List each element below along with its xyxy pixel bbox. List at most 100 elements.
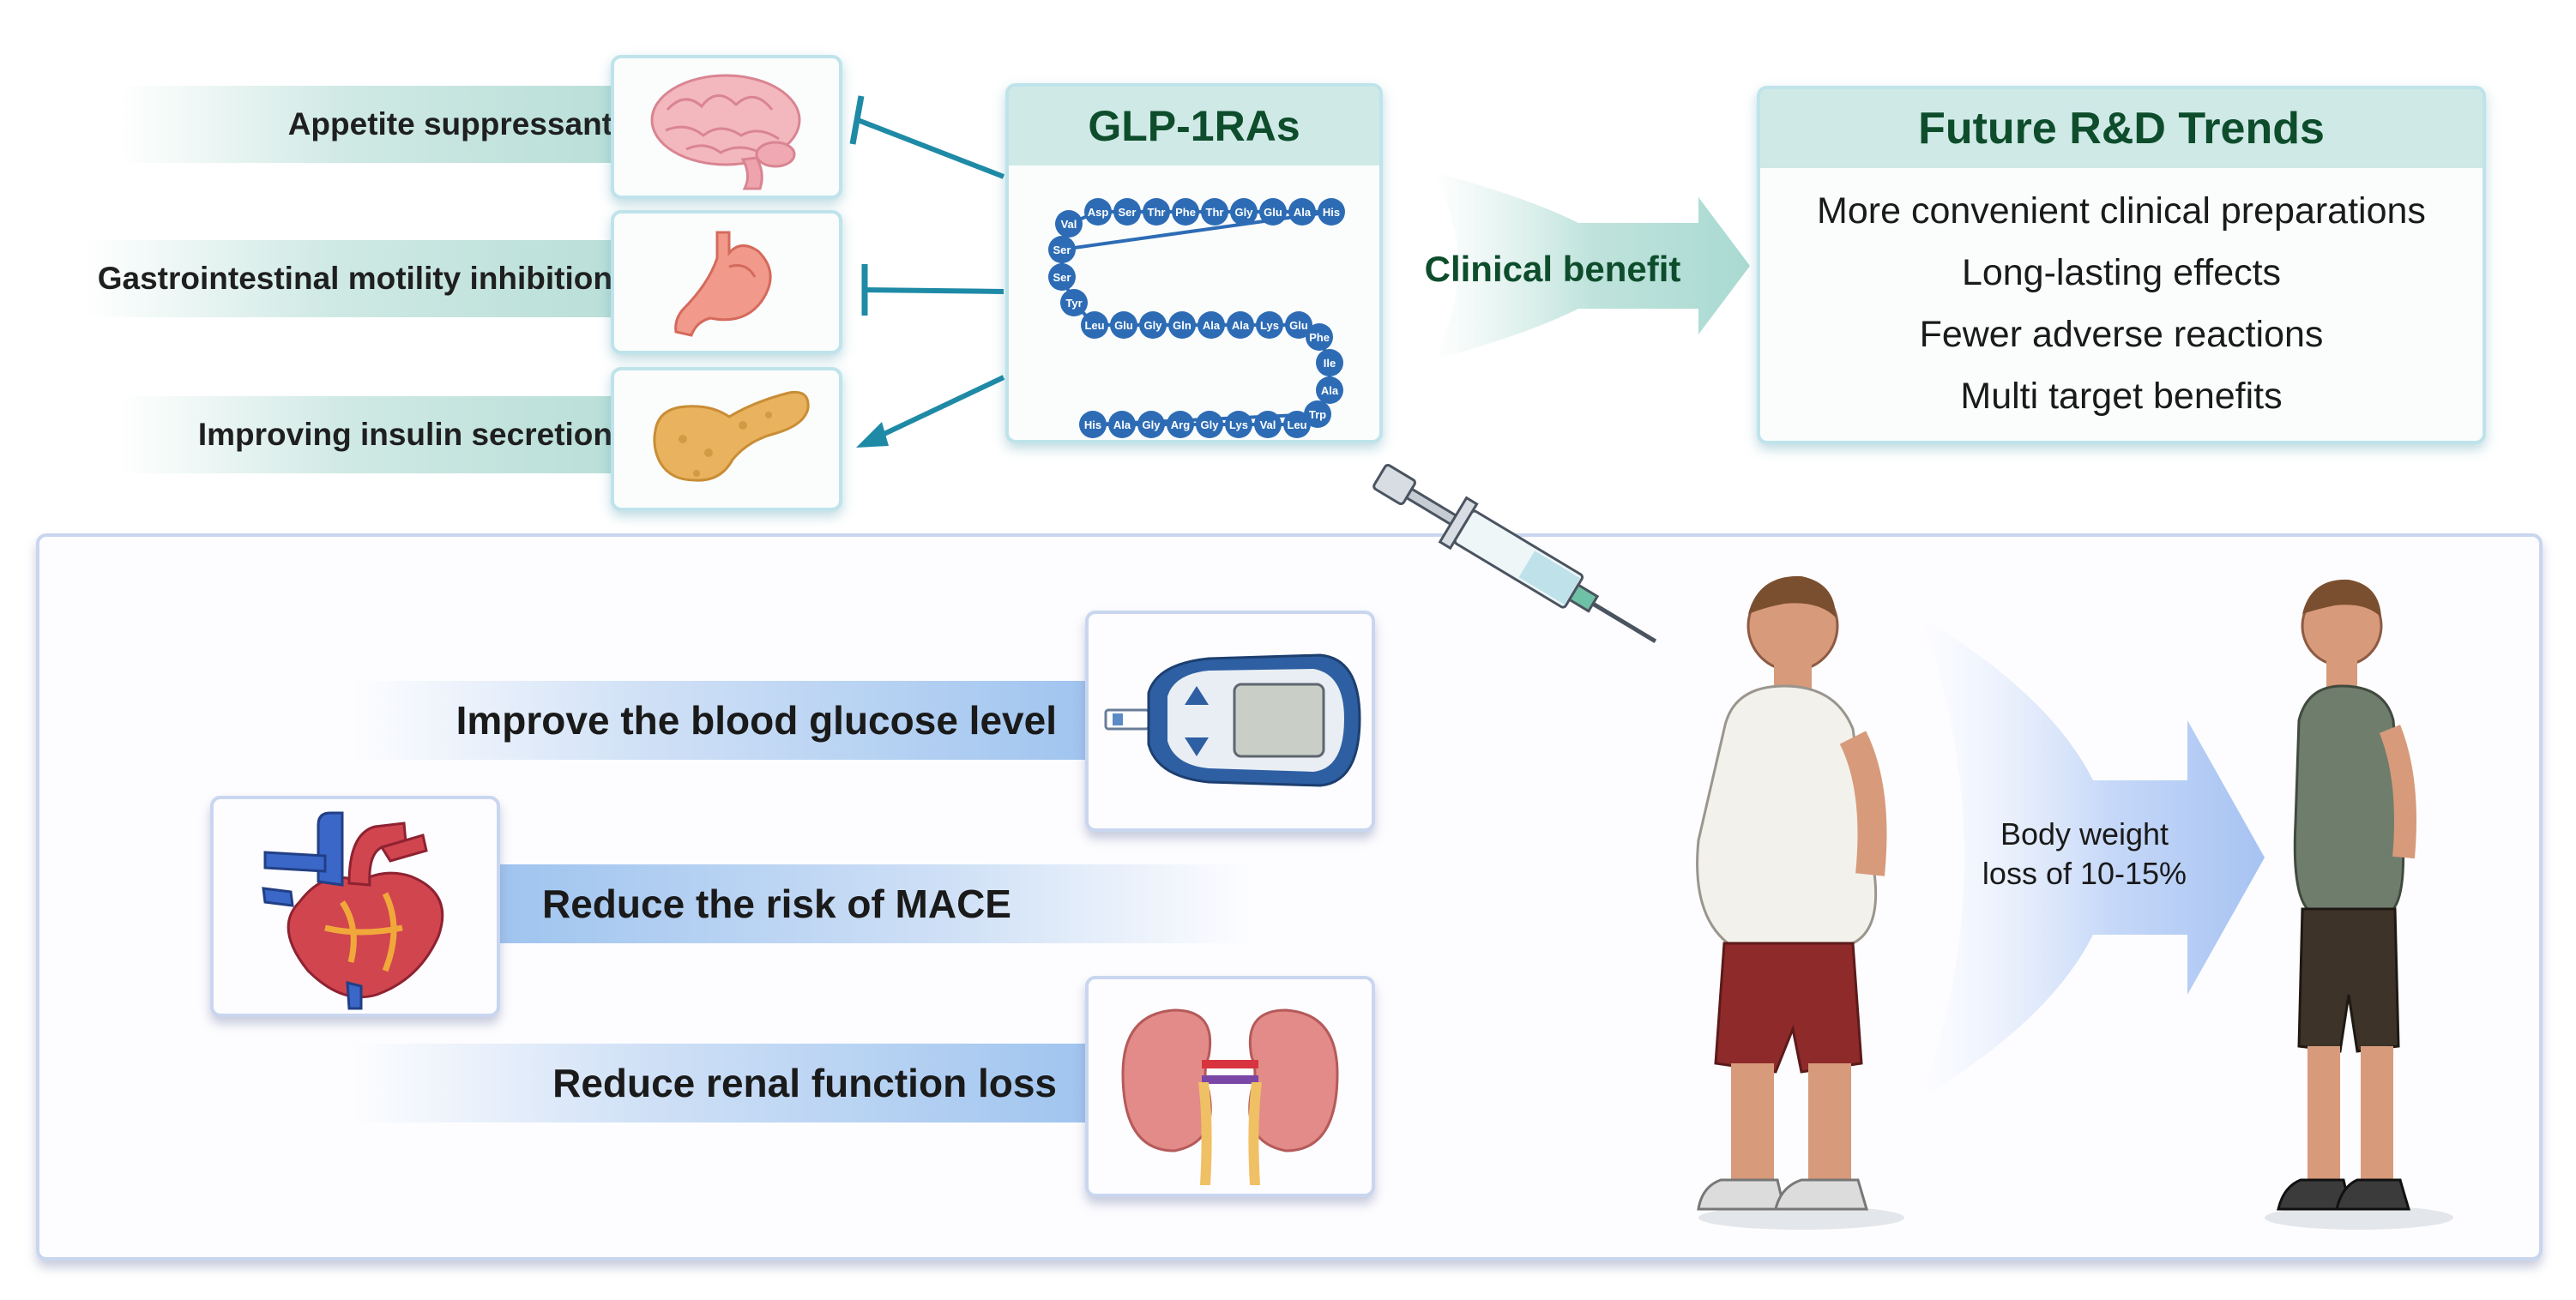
glucose-meter-icon xyxy=(1104,653,1361,787)
weight-loss-line: Body weight xyxy=(2000,816,2169,852)
amino-acid-label: Ala xyxy=(1113,418,1131,431)
mechanism-arrows xyxy=(849,95,1005,448)
peptide-bond xyxy=(1061,210,1332,251)
future-trend-item: Fewer adverse reactions xyxy=(1919,314,2324,355)
mechanism-banner-insulin: Improving insulin secretion xyxy=(120,396,626,473)
stomach-card xyxy=(611,210,842,354)
amino-acid-label: His xyxy=(1084,418,1101,431)
amino-acid-bead xyxy=(1113,198,1141,226)
brain-icon xyxy=(650,74,801,190)
inhibit-arrow-appetite xyxy=(856,117,1005,179)
amino-acid-bead xyxy=(1137,411,1165,438)
amino-acid-bead xyxy=(1230,198,1258,226)
clinical-benefit-arrow xyxy=(1433,172,1750,360)
amino-acid-label: Ser xyxy=(1119,206,1137,219)
amino-acid-label: Gly xyxy=(1144,319,1163,332)
amino-acid-label: Ala xyxy=(1203,319,1221,332)
weight-loss-label: Body weight loss of 10-15% xyxy=(1947,815,2222,894)
amino-acid-bead xyxy=(1048,236,1076,263)
brain-card xyxy=(611,55,842,199)
pancreas-card xyxy=(611,367,842,511)
amino-acid-bead xyxy=(1225,411,1252,438)
amino-acid-label: Tyr xyxy=(1065,297,1082,310)
mechanism-banner-gi: Gastrointestinal motility inhibition xyxy=(86,240,626,317)
amino-acid-label: Thr xyxy=(1206,206,1224,219)
amino-acid-bead xyxy=(1172,198,1199,226)
amino-acid-label: Lys xyxy=(1260,319,1279,332)
amino-acid-label: Ala xyxy=(1294,206,1312,219)
amino-acid-bead xyxy=(1306,323,1333,351)
amino-acid-label: Thr xyxy=(1148,206,1166,219)
amino-acid-bead xyxy=(1283,411,1311,438)
amino-acid-bead xyxy=(1285,311,1312,339)
amino-acid-label: Ala xyxy=(1232,319,1250,332)
amino-acid-bead xyxy=(1254,411,1282,438)
benefit-banner-glucose: Improve the blood glucose level xyxy=(352,681,1098,760)
amino-acid-label: Phe xyxy=(1309,331,1330,344)
amino-acid-bead xyxy=(1048,263,1076,291)
future-trend-item: Long-lasting effects xyxy=(1961,252,2282,293)
amino-acid-label: Leu xyxy=(1084,319,1104,332)
amino-acid-bead xyxy=(1139,311,1167,339)
amino-acid-label: Glu xyxy=(1264,206,1282,219)
mechanism-label: Improving insulin secretion xyxy=(197,417,612,452)
amino-acid-bead xyxy=(1201,198,1228,226)
amino-acid-bead xyxy=(1288,198,1316,226)
future-trend-item: More convenient clinical preparations xyxy=(1817,190,2426,232)
amino-acid-label: Lys xyxy=(1229,418,1248,431)
amino-acid-label: Gln xyxy=(1173,319,1191,332)
heart-icon xyxy=(262,811,444,1010)
stimulate-arrow-insulin xyxy=(872,375,1005,442)
amino-acid-bead xyxy=(1198,311,1225,339)
amino-acid-bead xyxy=(1316,349,1343,376)
person-after-icon xyxy=(2265,579,2453,1230)
amino-acid-label: Glu xyxy=(1289,319,1308,332)
amino-acid-bead xyxy=(1143,198,1170,226)
amino-acid-label: Gly xyxy=(1201,418,1220,431)
weight-loss-line: loss of 10-15% xyxy=(1982,856,2187,891)
kidney-card xyxy=(1085,976,1375,1197)
weight-loss-arrow xyxy=(1921,617,2265,1098)
benefit-banner-mace: Reduce the risk of MACE xyxy=(498,864,1252,943)
mechanism-banner-appetite: Appetite suppressant xyxy=(120,86,626,163)
amino-acid-label: Gly xyxy=(1143,418,1161,431)
amino-acid-label: Phe xyxy=(1175,206,1196,219)
amino-acid-bead xyxy=(1079,411,1107,438)
inhibit-arrow-gi xyxy=(864,287,1004,294)
mechanism-label: Gastrointestinal motility inhibition xyxy=(97,261,612,296)
amino-acid-bead xyxy=(1259,198,1287,226)
amino-acid-label: His xyxy=(1323,206,1340,219)
amino-acid-label: Asp xyxy=(1088,206,1109,219)
glp1ra-title: GLP-1RAs xyxy=(1009,87,1379,166)
syringe-icon xyxy=(1372,463,1657,644)
amino-acid-bead xyxy=(1081,311,1108,339)
benefit-label: Reduce the risk of MACE xyxy=(542,882,1011,926)
future-trend-item: Multi target benefits xyxy=(1960,376,2283,417)
amino-acid-bead xyxy=(1256,311,1283,339)
amino-acid-bead xyxy=(1168,311,1196,339)
amino-acid-label: Val xyxy=(1061,218,1077,231)
amino-acid-label: Gly xyxy=(1235,206,1254,219)
benefit-label: Reduce renal function loss xyxy=(552,1061,1057,1105)
future-rd-title: Future R&D Trends xyxy=(1760,89,2482,168)
mechanism-label: Appetite suppressant xyxy=(287,106,612,141)
amino-acid-bead xyxy=(1110,311,1137,339)
amino-acid-bead xyxy=(1316,376,1343,404)
amino-acid-label: Val xyxy=(1260,418,1276,431)
heart-card xyxy=(210,796,500,1017)
amino-acid-label: Trp xyxy=(1309,408,1326,421)
benefit-label: Improve the blood glucose level xyxy=(455,698,1057,743)
amino-acid-label: Ile xyxy=(1324,357,1336,370)
amino-acid-bead xyxy=(1227,311,1254,339)
pancreas-icon xyxy=(653,390,810,482)
amino-acid-bead xyxy=(1055,210,1083,238)
amino-acid-bead xyxy=(1108,411,1136,438)
amino-acid-bead xyxy=(1304,400,1331,428)
amino-acid-bead xyxy=(1167,411,1194,438)
person-before-icon xyxy=(1696,575,1904,1230)
benefit-banner-renal: Reduce renal function loss xyxy=(352,1044,1098,1122)
kidneys-icon xyxy=(1121,1008,1339,1185)
amino-acid-bead xyxy=(1084,198,1112,226)
